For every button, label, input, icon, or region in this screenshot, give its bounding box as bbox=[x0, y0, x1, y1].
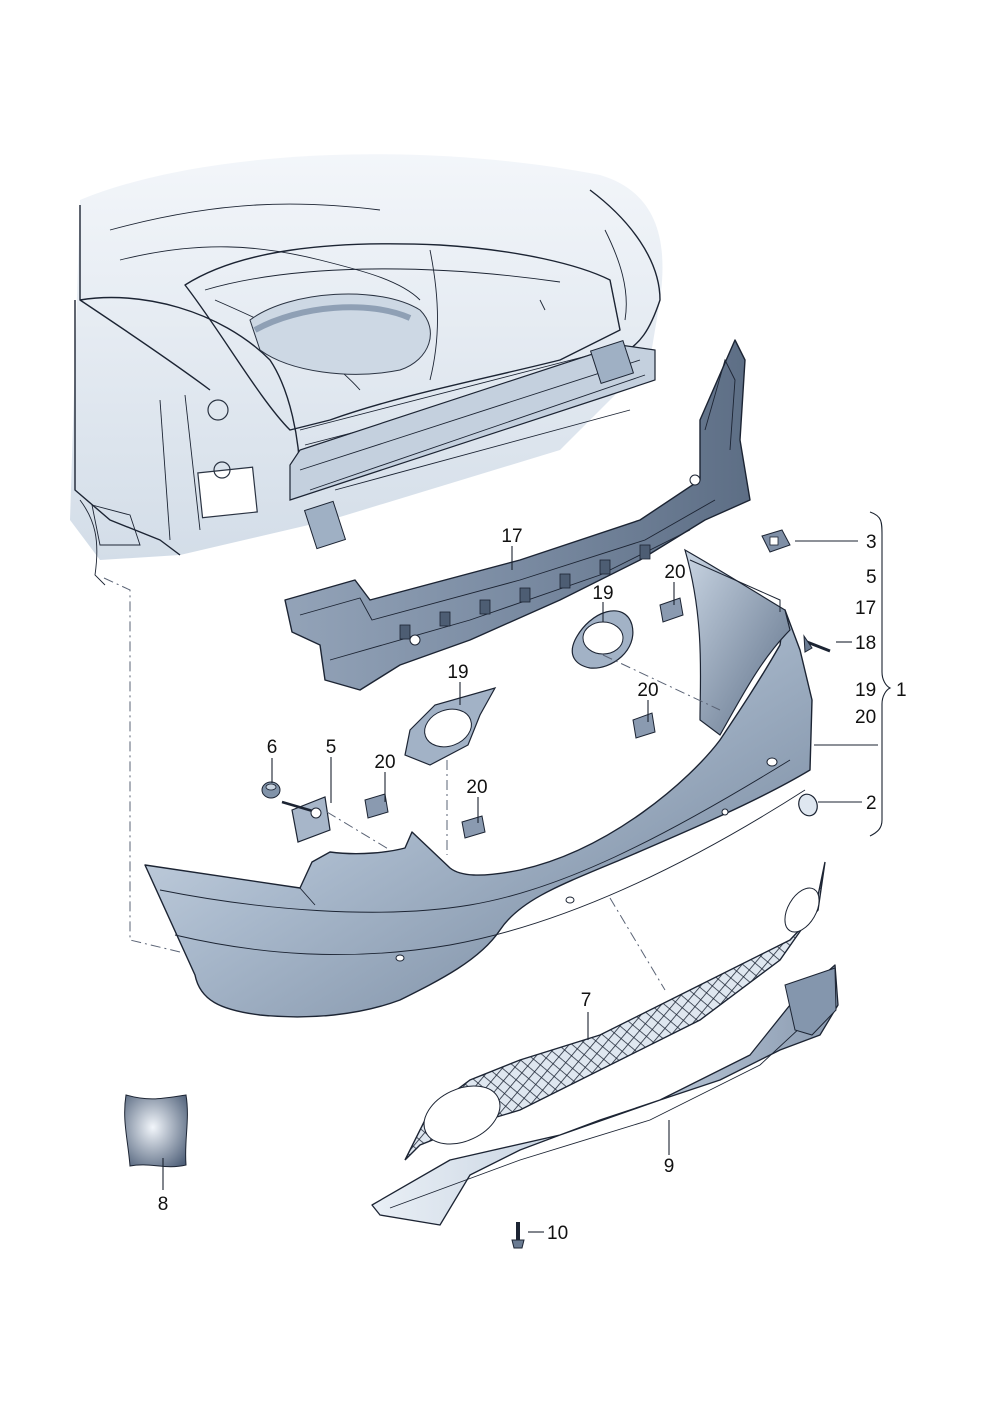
bumper-cover bbox=[144, 548, 818, 1018]
diffuser-9 bbox=[371, 964, 839, 1226]
callouts: 17 19 19 20 20 20 20 6 5 7 8 9 10 2 3 5 … bbox=[158, 526, 907, 1244]
callout-19-left: 19 bbox=[447, 662, 468, 683]
nut-6 bbox=[261, 781, 281, 799]
callout-8: 8 bbox=[158, 1194, 169, 1215]
callout-9: 9 bbox=[664, 1156, 675, 1177]
group-item-5: 5 bbox=[866, 567, 877, 588]
callout-7: 7 bbox=[581, 990, 592, 1011]
guide-clip-20 bbox=[364, 597, 684, 839]
clip-3 bbox=[761, 529, 791, 553]
callout-20-mid: 20 bbox=[637, 680, 658, 701]
car-body-rear bbox=[70, 154, 663, 586]
callout-17: 17 bbox=[501, 526, 522, 547]
group-item-19: 19 bbox=[855, 680, 876, 701]
callout-10: 10 bbox=[547, 1223, 568, 1244]
group-item-3: 3 bbox=[866, 532, 877, 553]
leader-lines bbox=[162, 511, 892, 1233]
callout-5: 5 bbox=[326, 737, 337, 758]
bolt-10 bbox=[511, 1222, 525, 1249]
callout-20-top: 20 bbox=[664, 562, 685, 583]
grille-7 bbox=[404, 861, 826, 1161]
bracket-5 bbox=[281, 796, 331, 843]
expanding-rivet-18 bbox=[803, 634, 831, 653]
mounting-bracket-19-left bbox=[404, 687, 497, 766]
group-list: 3 5 17 18 19 20 1 bbox=[855, 532, 907, 728]
group-total-1: 1 bbox=[896, 680, 907, 701]
callout-20-left: 20 bbox=[374, 752, 395, 773]
callout-2: 2 bbox=[866, 793, 877, 814]
mounting-bracket-19-right bbox=[571, 610, 634, 669]
group-item-18: 18 bbox=[855, 633, 876, 654]
callout-19-right: 19 bbox=[592, 583, 613, 604]
group-item-17: 17 bbox=[855, 598, 876, 619]
bumper-carrier bbox=[284, 339, 751, 691]
assembly-guide-lines bbox=[103, 577, 721, 991]
adhesive-bag-8 bbox=[124, 1094, 188, 1168]
callout-20-low: 20 bbox=[466, 777, 487, 798]
callout-6: 6 bbox=[267, 737, 278, 758]
group-item-20: 20 bbox=[855, 707, 876, 728]
